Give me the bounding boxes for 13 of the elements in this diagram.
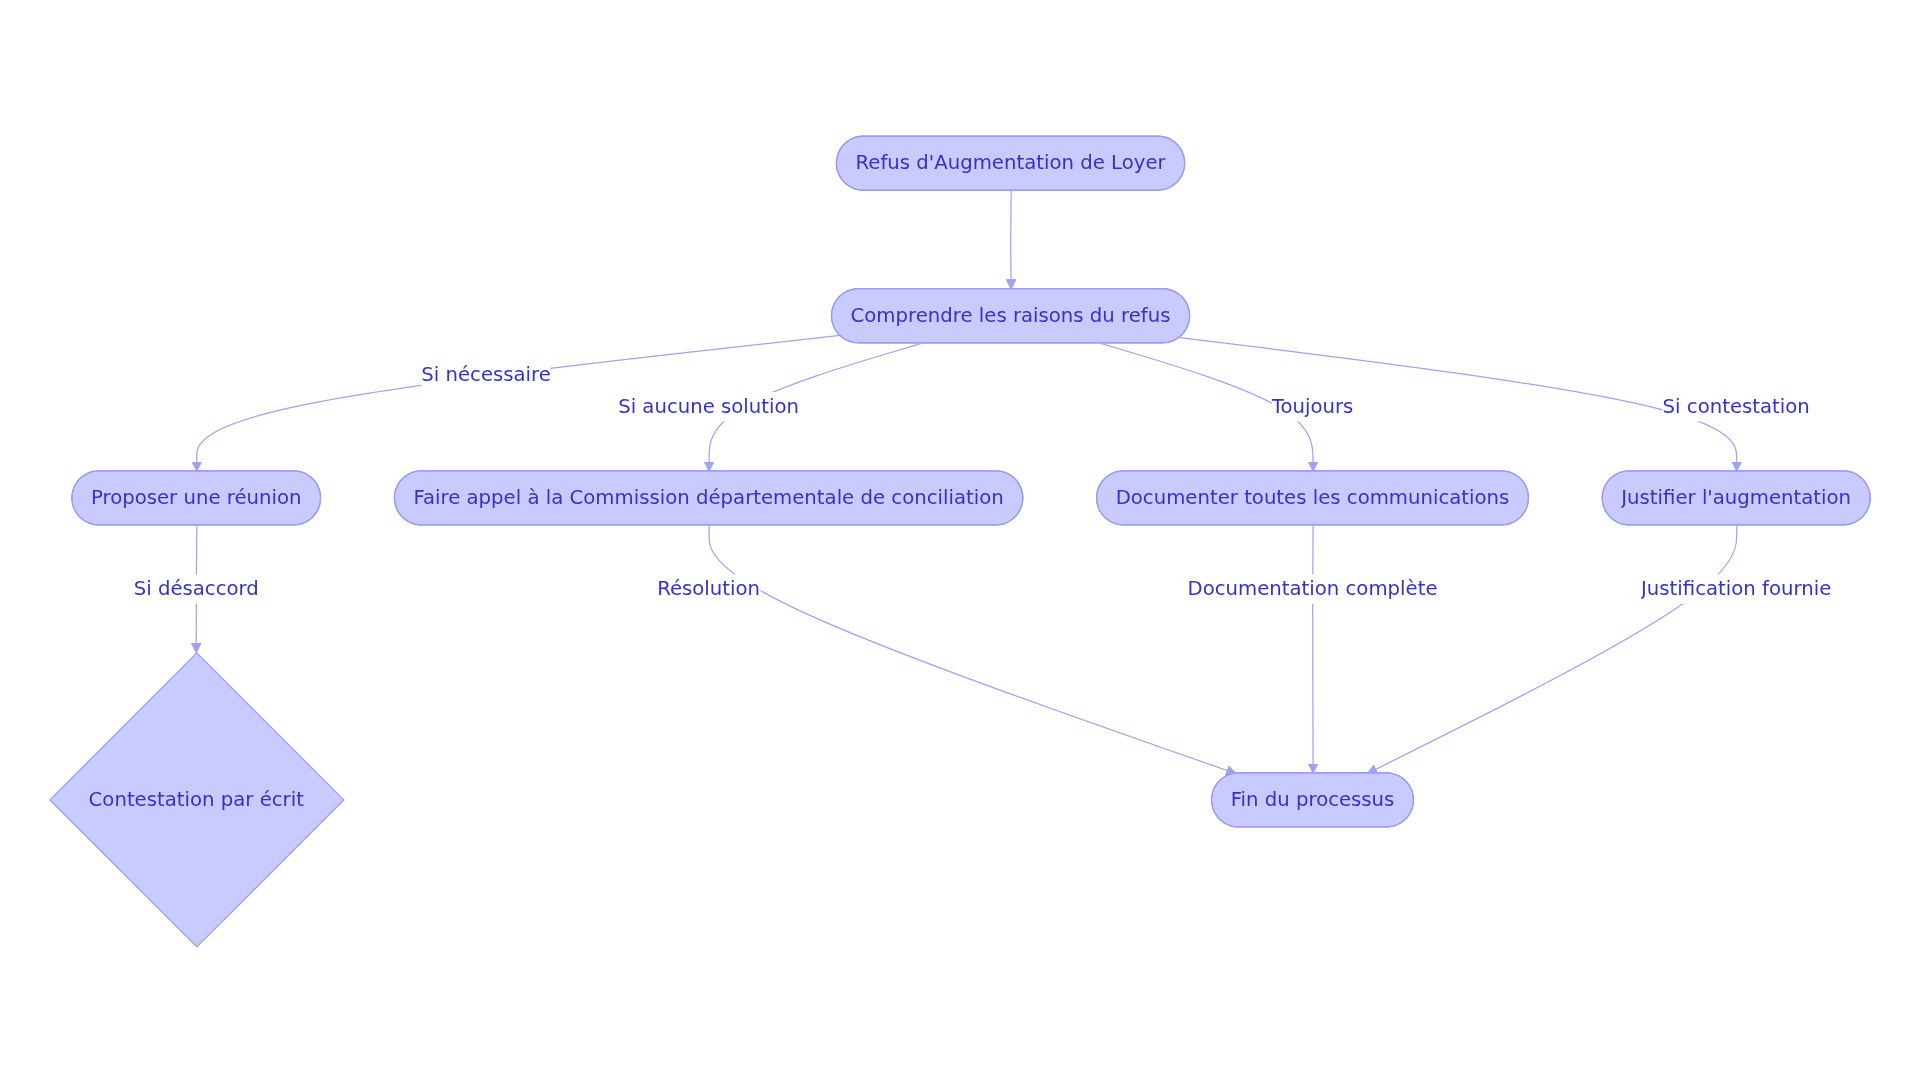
arrow	[1005, 190, 1017, 290]
edge-label: Si nécessaire	[421, 362, 551, 386]
arrow	[1179, 336, 1743, 472]
arrow	[708, 524, 1237, 776]
edge-label: Toujours	[1271, 394, 1354, 418]
edge-label: Si aucune solution	[618, 394, 800, 418]
edge-label: Documentation complète	[1187, 576, 1438, 600]
arrow	[1100, 342, 1319, 472]
edge-label: Si désaccord	[133, 576, 259, 600]
edge-label: Si contestation	[1662, 394, 1810, 418]
arrow	[1367, 524, 1738, 774]
edge-label: Résolution	[657, 576, 761, 600]
node-diamond: Contestation par écrit	[48, 652, 345, 948]
